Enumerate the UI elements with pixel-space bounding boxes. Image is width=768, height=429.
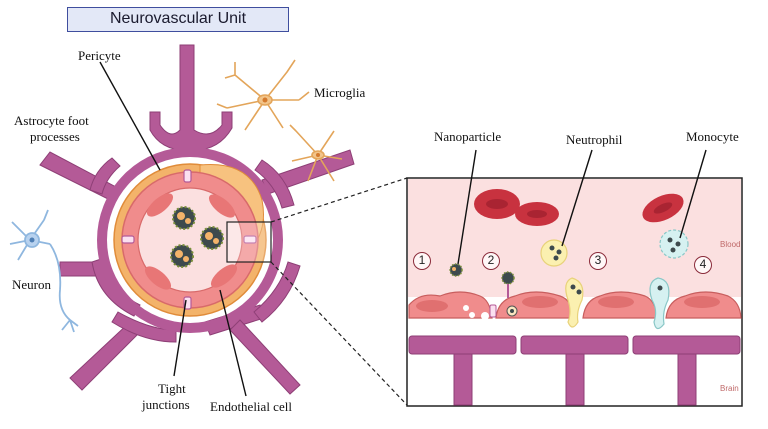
label-blood: Blood xyxy=(720,240,741,249)
layer-tight-junctions xyxy=(489,304,497,318)
astrocyte-foot-processes xyxy=(39,44,355,395)
endothelial-ring xyxy=(121,171,259,309)
step-1-badge: 1 xyxy=(413,252,431,270)
label-tight-line2: junctions xyxy=(142,397,190,412)
label-microglia: Microglia xyxy=(314,85,366,100)
step-2-badge: 2 xyxy=(482,252,500,270)
zoom-region-box xyxy=(226,221,272,263)
zoom-line-top xyxy=(270,177,408,223)
label-pericyte: Pericyte xyxy=(78,48,121,63)
step2-nanoparticle xyxy=(501,271,518,317)
step1-nanoparticle xyxy=(449,263,489,320)
leader-lines-left xyxy=(99,61,247,397)
zoom-line-bottom xyxy=(270,261,408,406)
label-monocyte: Monocyte xyxy=(686,129,739,144)
label-brain: Brain xyxy=(720,384,739,393)
label-endothelial: Endothelial cell xyxy=(210,399,292,414)
astrocyte-ring xyxy=(97,147,283,333)
step3-neutrophil xyxy=(540,239,584,328)
leader-lines-right xyxy=(457,149,707,265)
lumen-nanoparticles xyxy=(170,206,224,268)
label-astrocyte-line1: Astrocyte foot xyxy=(14,113,89,128)
label-tight-line1: Tight xyxy=(158,381,186,396)
diagram-title: Neurovascular Unit xyxy=(67,7,289,32)
endothelial-layer xyxy=(408,291,742,319)
label-neutrophil: Neutrophil xyxy=(566,132,623,147)
microglia-cells xyxy=(216,59,343,182)
step-3-badge: 3 xyxy=(589,252,607,270)
label-neuron: Neuron xyxy=(12,277,51,292)
neuron-cell xyxy=(9,209,79,333)
brain-astrocyte-feet xyxy=(408,335,741,406)
label-nanoparticle: Nanoparticle xyxy=(434,129,502,144)
label-astrocyte-line2: processes xyxy=(30,129,80,144)
step-4-badge: 4 xyxy=(694,256,712,274)
red-blood-cells xyxy=(474,189,684,226)
tight-junction-marks xyxy=(121,169,257,310)
